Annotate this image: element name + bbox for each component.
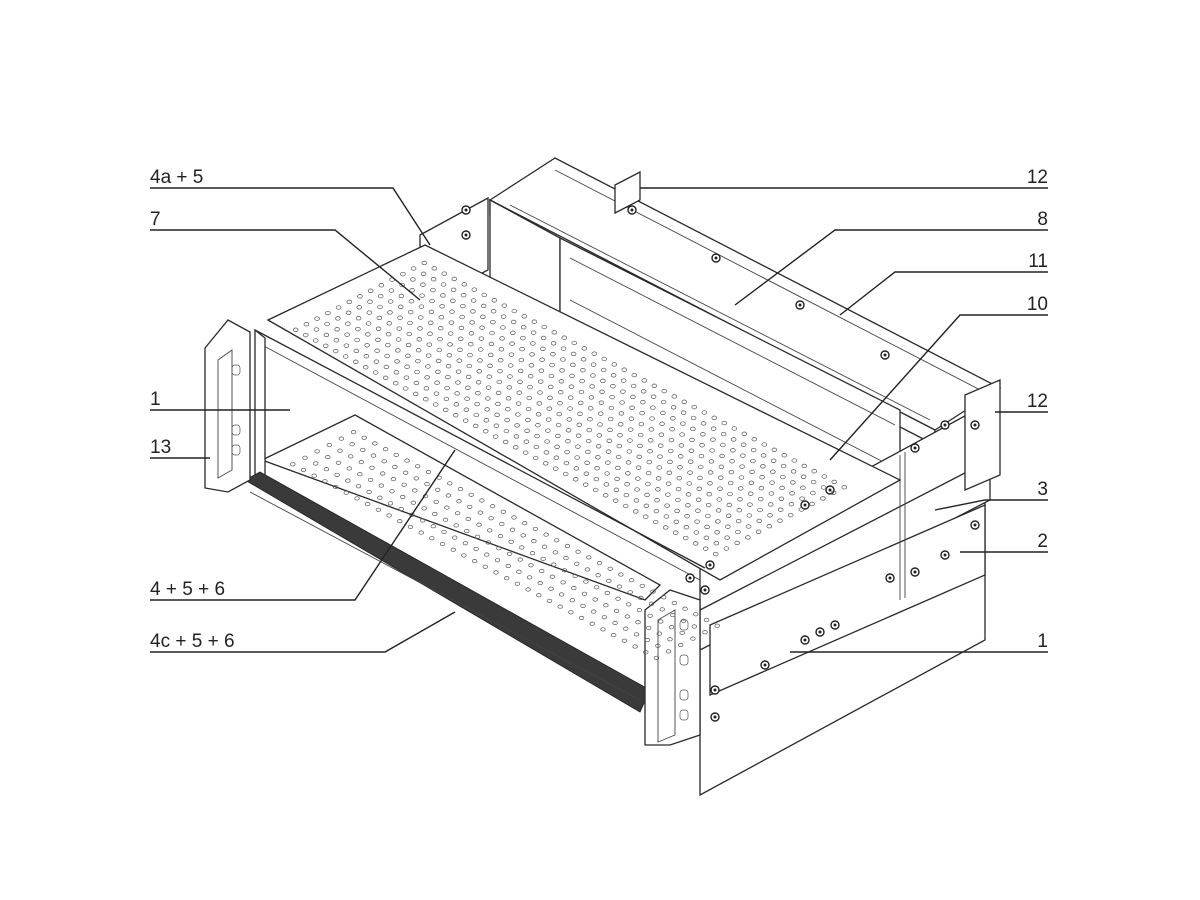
callout-3: 3 xyxy=(1037,479,1048,500)
callout-4c-5-6: 4c + 5 + 6 xyxy=(150,631,235,652)
leader-8 xyxy=(734,229,1048,306)
leader-7 xyxy=(150,229,421,301)
callout-8: 8 xyxy=(1037,209,1048,230)
leader-4c-5-6 xyxy=(150,611,456,653)
bottom-perforated-cover xyxy=(260,414,662,601)
top-perforated-cover xyxy=(266,244,902,581)
left-front-handle xyxy=(204,319,251,493)
callout-1-right: 1 xyxy=(1037,631,1048,652)
front-opening xyxy=(254,328,266,487)
top-perforation-pattern xyxy=(292,260,848,557)
callout-13: 13 xyxy=(150,437,171,458)
callout-12-top: 12 xyxy=(1027,167,1048,188)
subrack-assembly xyxy=(204,157,1002,797)
left-handle-grip xyxy=(217,349,233,479)
screw-set xyxy=(461,205,980,722)
callout-7: 7 xyxy=(150,209,161,230)
right-front-handle xyxy=(644,589,701,746)
rear-mounting-ear-right xyxy=(964,379,1001,491)
callout-2: 2 xyxy=(1037,531,1048,552)
right-handle-grip xyxy=(657,609,676,743)
callout-labels: 4a + 5 7 1 13 4 + 5 + 6 4c + 5 + 6 12 8 … xyxy=(150,167,1048,652)
callout-1-left: 1 xyxy=(150,389,161,410)
callout-10: 10 xyxy=(1027,294,1048,315)
leader-4-5-6 xyxy=(150,449,456,601)
callout-4a-5: 4a + 5 xyxy=(150,167,203,188)
leader-3 xyxy=(934,499,1048,511)
leader-10 xyxy=(829,314,1048,461)
leader-lines xyxy=(150,187,1048,653)
right-side-lower-plate xyxy=(709,504,986,696)
callout-11: 11 xyxy=(1028,251,1048,272)
callout-12-right: 12 xyxy=(1027,391,1048,412)
callout-4-5-6: 4 + 5 + 6 xyxy=(150,579,225,600)
rear-mounting-ear-top xyxy=(614,170,641,215)
leader-4a-5 xyxy=(150,187,431,246)
bottom-perforation-pattern xyxy=(290,430,720,660)
leader-11 xyxy=(839,271,1048,316)
